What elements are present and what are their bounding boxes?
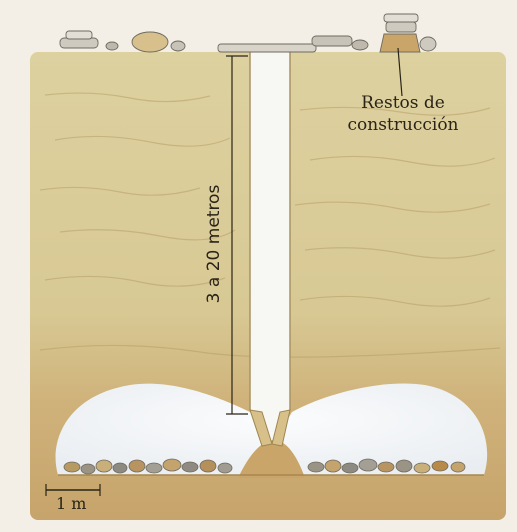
- construction-remains-label-line1: Restos de: [318, 92, 488, 114]
- construction-remains-label-line2: construcción: [318, 114, 488, 136]
- shaft: [250, 52, 290, 432]
- construction-remains-label: Restos de construcción: [318, 92, 488, 136]
- depth-label: 3 a 20 metros: [204, 185, 224, 304]
- surface-stones: [60, 14, 436, 52]
- scale-label: 1 m: [56, 494, 86, 513]
